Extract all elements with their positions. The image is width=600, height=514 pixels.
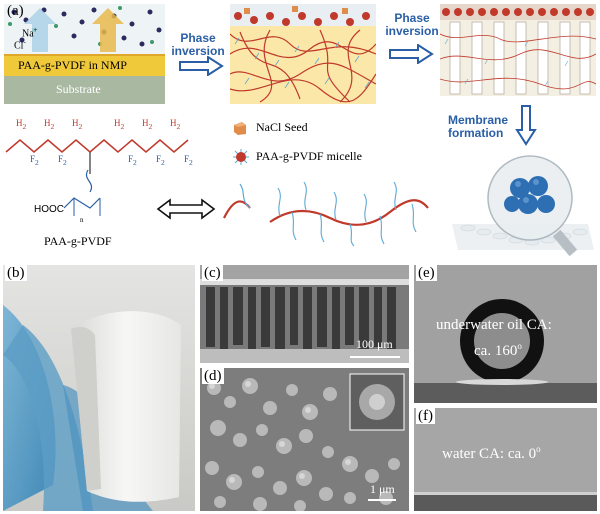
structure-name: PAA-g-PVDF <box>44 234 112 248</box>
panel-d-sem: (d) 1 μm <box>200 368 409 511</box>
micelle-icon <box>233 149 249 165</box>
panel-d-label: (d) <box>202 368 224 384</box>
panel-c-scale: 100 μm <box>356 337 393 351</box>
solution-layer: PAA-g-PVDF in NMP <box>4 54 165 76</box>
substrate-layer: Substrate <box>4 76 165 104</box>
f2-labels: F2 F2 F2 F2 F2 <box>30 154 193 167</box>
panel-f-label: (f) <box>416 408 435 424</box>
double-arrow-icon <box>156 198 216 220</box>
porous-membrane-schematic <box>439 4 597 96</box>
arrow-right-icon <box>389 44 434 64</box>
panel-d-scale: 1 μm <box>370 482 395 496</box>
chemical-structure: H2 H2 H2 H2 H2 H2 F2 F2 F2 F2 F2 HOOC n … <box>4 112 204 252</box>
cl-ion-label: Cl- <box>14 38 26 52</box>
panel-f-text: water CA: ca. 0o <box>442 444 541 462</box>
panel-f-contact-angle: (f) water CA: ca. 0o <box>414 408 597 511</box>
n-subscript: n <box>80 216 84 224</box>
panel-b-photo: (b) <box>3 265 195 511</box>
solution-schematic: Na+ Cl- PAA-g-PVDF in NMP Substrate <box>4 4 165 104</box>
graft-copolymer-schematic <box>223 181 429 247</box>
panel-a-label: (a) <box>7 3 24 19</box>
phase-inversion-schematic <box>229 4 377 104</box>
panel-e-label: (e) <box>416 265 437 281</box>
membrane-magnifier-illustration <box>448 150 596 257</box>
ion-scatter <box>4 4 165 54</box>
h2-labels: H2 H2 H2 H2 H2 H2 <box>16 118 181 131</box>
nacl-seed-icon <box>234 122 246 135</box>
panel-e-text: underwater oil CA: ca. 160o <box>436 317 552 359</box>
arrow-right-icon <box>179 56 224 76</box>
na-ion-label: Na+ <box>22 26 38 40</box>
arrow-down-icon <box>515 105 537 146</box>
hooc-label: HOOC <box>34 204 64 215</box>
panel-c-sem: (c) 100 μm <box>200 265 409 363</box>
panel-e-contact-angle: (e) underwater oil CA: ca. 160o <box>414 265 597 403</box>
pvdf-backbone <box>5 139 189 216</box>
panel-c-label: (c) <box>202 265 223 281</box>
panel-a: Na+ Cl- PAA-g-PVDF in NMP Substrate (a) … <box>4 3 597 257</box>
panel-b-label: (b) <box>5 265 27 281</box>
